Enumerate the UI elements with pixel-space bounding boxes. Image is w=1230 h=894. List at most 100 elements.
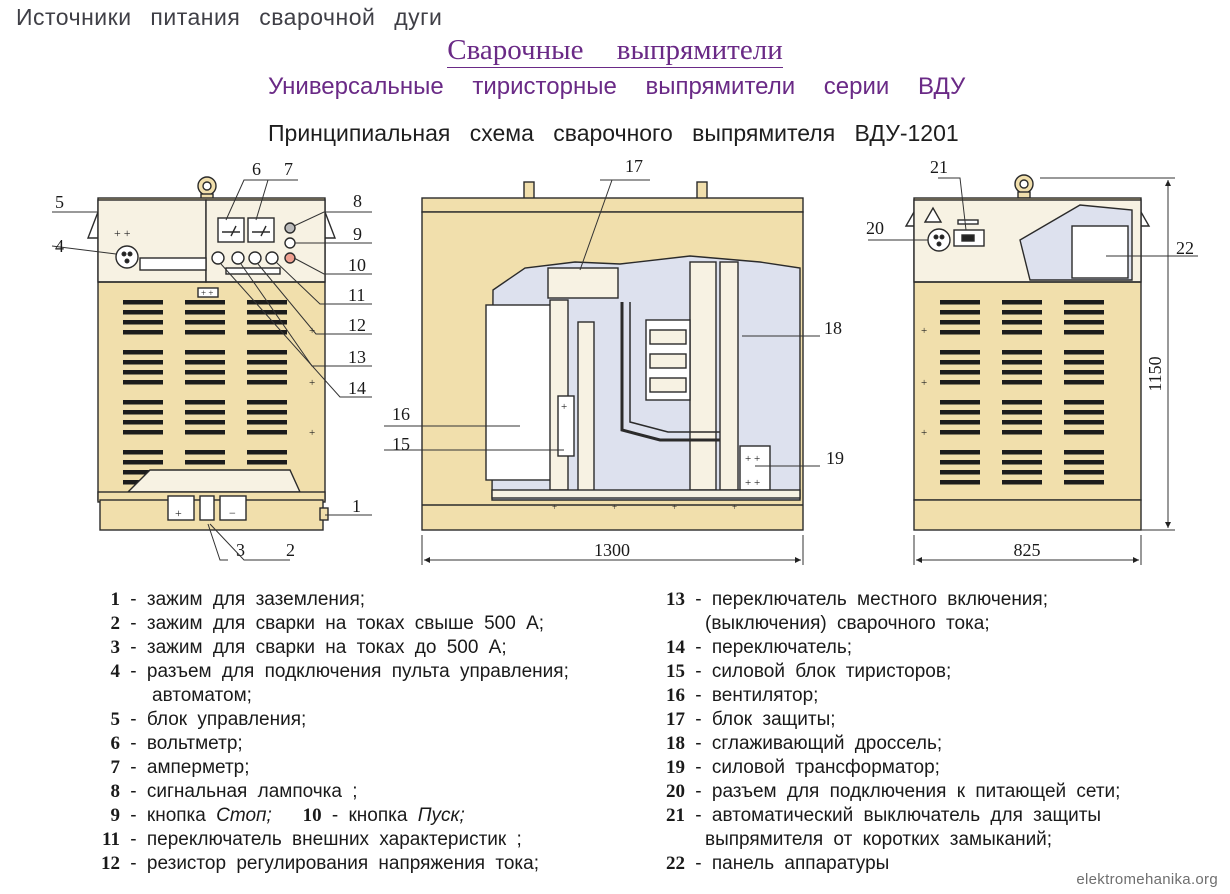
legend-num: 14 [666, 637, 685, 658]
legend-text: - зажим для сварки на токах до 500 А; [130, 637, 507, 658]
legend-num: 15 [666, 661, 685, 682]
legend-num: 6 [110, 733, 121, 754]
legend-text: - разъем для подключения к питающей сети… [695, 781, 1121, 802]
legend-item-16: 16 - вентилятор; [645, 684, 1120, 708]
legend-item-14: 14 - переключатель; [645, 636, 1120, 660]
legend-text: - кнопка [331, 805, 418, 826]
callout-1: 1 [352, 496, 361, 516]
legend-item-11: 11 - переключатель внешних характеристик… [90, 828, 569, 852]
page-title: Сварочные выпрямители [0, 34, 1230, 68]
legend-num: 8 [110, 781, 121, 802]
legend-item-5: 5 - блок управления; [90, 708, 569, 732]
side-view: + + + + + + + + + [421, 181, 804, 531]
dim-width: 825 [1014, 540, 1041, 560]
legend-item-20: 20 - разъем для подключения к питающей с… [645, 780, 1120, 804]
legend-num: 19 [666, 757, 685, 778]
callout-2: 2 [286, 540, 295, 560]
legend-item-3: 3 - зажим для сварки на токах до 500 А; [90, 636, 569, 660]
dim-height: 1150 [1145, 356, 1165, 391]
legend-item-13-cont: (выключения) сварочного тока; [645, 612, 1120, 636]
legend-item-12: 12 - резистор регулирования напряжения т… [90, 852, 569, 876]
legend-text: - вольтметр; [130, 733, 243, 754]
callout-6: 6 [252, 159, 261, 179]
legend-num: 10 [302, 805, 322, 826]
leader-lines [51, 177, 1198, 561]
callout-12: 12 [348, 315, 366, 335]
legend-text: - кнопка [130, 805, 217, 826]
legend-text: - сглаживающий дроссель; [695, 733, 943, 754]
legend-item-21-cont: выпрямителя от коротких замыканий; [645, 828, 1120, 852]
legend-item-8: 8 - сигнальная лампочка ; [90, 780, 569, 804]
legend-num: 9 [110, 805, 121, 826]
svg-text:+ +: + + [745, 453, 760, 465]
callout-14: 14 [348, 378, 366, 398]
callout-18: 18 [824, 318, 842, 338]
page-title-text: Сварочные выпрямители [447, 34, 783, 68]
legend-left: 1 - зажим для заземления; 2 - зажим для … [90, 588, 569, 876]
legend-item-18: 18 - сглаживающий дроссель; [645, 732, 1120, 756]
svg-text:+: + [309, 325, 315, 337]
legend-item-1: 1 - зажим для заземления; [90, 588, 569, 612]
legend-text: - переключатель внешних характеристик ; [130, 829, 522, 850]
legend-text: - вентилятор; [695, 685, 819, 706]
legend-italic: Стоп; [216, 805, 272, 826]
legend-text: - силовой трансформатор; [695, 757, 940, 778]
svg-text:+: + [612, 502, 617, 512]
callout-22: 22 [1176, 238, 1194, 258]
legend-text: - переключатель местного включения; [695, 589, 1048, 610]
legend-item-9-10: 9 - кнопка Стоп; 10 - кнопка Пуск; [90, 804, 569, 828]
legend-num: 22 [666, 853, 685, 874]
callout-5: 5 [55, 192, 64, 212]
legend-num: 17 [666, 709, 685, 730]
legend-text: - блок управления; [130, 709, 307, 730]
front-view: + + + + + + + + − [86, 176, 337, 531]
svg-text:+ +: + + [745, 477, 760, 489]
callout-numbers: 5 4 6 7 8 9 10 11 12 13 14 1 2 3 16 15 1… [55, 156, 1194, 560]
legend-text: - блок защиты; [695, 709, 836, 730]
legend-text: - автоматический выключатель для защиты [695, 805, 1102, 826]
legend-num: 21 [666, 805, 685, 826]
legend-num: 7 [110, 757, 121, 778]
legend-num: 2 [110, 613, 121, 634]
rear-view: + + + [904, 174, 1151, 531]
callout-3: 3 [236, 540, 245, 560]
legend-item-22: 22 - панель аппаратуры [645, 852, 1120, 876]
svg-text:+: + [309, 377, 315, 389]
callout-16: 16 [392, 404, 410, 424]
callout-8: 8 [353, 191, 362, 211]
legend-item-4: 4 - разъем для подключения пульта управл… [90, 660, 569, 684]
legend-num: 3 [110, 637, 121, 658]
callout-13: 13 [348, 347, 366, 367]
legend-item-13: 13 - переключатель местного включения; [645, 588, 1120, 612]
legend-right: 13 - переключатель местного включения; (… [645, 588, 1120, 876]
legend-text: - переключатель; [695, 637, 853, 658]
svg-text:−: − [229, 506, 236, 520]
callout-9: 9 [353, 224, 362, 244]
legend-item-15: 15 - силовой блок тиристоров; [645, 660, 1120, 684]
callout-21: 21 [930, 157, 948, 177]
legend-item-7: 7 - амперметр; [90, 756, 569, 780]
legend-item-19: 19 - силовой трансформатор; [645, 756, 1120, 780]
legend-num: 12 [101, 853, 120, 874]
dimension-lines [421, 177, 1175, 565]
legend-text: - зажим для сварки на токах свыше 500 А; [130, 613, 545, 634]
svg-text:+: + [175, 506, 182, 520]
svg-text:+: + [552, 502, 557, 512]
legend-item-21: 21 - автоматический выключатель для защи… [645, 804, 1120, 828]
legend-text: - сигнальная лампочка ; [130, 781, 358, 802]
legend-num: 20 [666, 781, 685, 802]
callout-7: 7 [284, 159, 293, 179]
legend-item-4-cont: автоматом; [90, 684, 569, 708]
legend-text: выпрямителя от коротких замыканий; [705, 829, 1053, 850]
svg-text:+: + [921, 427, 927, 439]
svg-text:+: + [921, 325, 927, 337]
scheme-title: Принципиальная схема сварочного выпрямит… [268, 120, 959, 146]
legend-num: 5 [110, 709, 121, 730]
legend-text: - амперметр; [130, 757, 250, 778]
legend-italic: Пуск; [417, 805, 465, 826]
section-title: Источники питания сварочной дуги [16, 4, 443, 30]
legend-item-17: 17 - блок защиты; [645, 708, 1120, 732]
svg-text:+: + [921, 377, 927, 389]
svg-text:+: + [732, 502, 737, 512]
legend-text: - разъем для подключения пульта управлен… [130, 661, 569, 682]
